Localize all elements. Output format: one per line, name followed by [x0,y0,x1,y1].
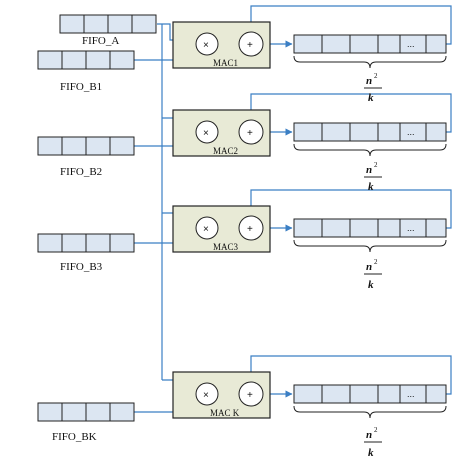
svg-text:×: × [203,40,209,51]
brace-2 [293,143,447,157]
mac-k: × + MAC K [172,371,271,419]
svg-text:n: n [366,261,372,273]
svg-text:n: n [366,75,372,87]
mac-3-label: MAC3 [213,242,239,252]
mac-3: × + MAC3 [172,205,271,253]
svg-text:+: + [247,40,253,51]
svg-text:+: + [247,224,253,235]
svg-text:k: k [368,181,374,193]
fifo-bk: FIFO_BK [37,402,135,443]
result-buffer-1: ... n 2 k [293,34,447,104]
svg-text:+: + [247,128,253,139]
svg-text:n: n [366,429,372,441]
result-buffer-k: ... n 2 k [293,384,447,459]
fifo-a-label: FIFO_A [82,35,119,47]
fifo-bk-label: FIFO_BK [52,431,97,443]
fifo-b2-label: FIFO_B2 [60,166,102,178]
mac-2-label: MAC2 [213,146,238,156]
mac-k-label: MAC K [210,408,240,418]
multiplier-icon [195,216,219,240]
svg-text:...: ... [407,39,415,49]
adder-icon [238,215,264,241]
svg-text:...: ... [407,223,415,233]
brace-k [293,405,447,419]
feedback-2 [247,93,452,133]
feedback-k [247,355,452,395]
mac-1: × + MAC1 [172,21,271,69]
svg-text:2: 2 [374,161,378,169]
fifo-b3: FIFO_B3 [37,233,135,273]
brace-3 [293,239,447,253]
svg-text:k: k [368,447,374,459]
fifo-b2: FIFO_B2 [37,136,135,178]
svg-text:...: ... [407,127,415,137]
svg-text:×: × [203,128,209,139]
svg-text:+: + [247,390,253,401]
multiplier-icon [195,32,219,56]
svg-text:n: n [366,164,372,176]
mac-1-label: MAC1 [213,58,238,68]
fifo-a: FIFO_A [59,14,157,47]
svg-text:k: k [368,92,374,104]
multiplier-icon [195,120,219,144]
mac-2: × + MAC2 [172,109,271,157]
adder-icon [238,31,264,57]
svg-text:k: k [368,279,374,291]
adder-icon [238,119,264,145]
svg-text:2: 2 [374,258,378,266]
fifo-b3-label: FIFO_B3 [60,261,103,273]
svg-text:...: ... [407,389,415,399]
adder-icon [238,381,264,407]
fifo-b1-label: FIFO_B1 [60,81,102,93]
svg-text:2: 2 [374,426,378,434]
fifo-b1: FIFO_B1 [37,50,135,93]
result-buffer-3: ... n 2 k [293,218,447,291]
multiplier-icon [195,382,219,406]
result-buffer-2: ... n 2 k [293,122,447,193]
feedback-1 [247,5,452,45]
svg-text:×: × [203,390,209,401]
brace-1 [293,55,447,69]
feedback-3 [247,189,452,229]
svg-text:×: × [203,224,209,235]
svg-text:2: 2 [374,72,378,80]
